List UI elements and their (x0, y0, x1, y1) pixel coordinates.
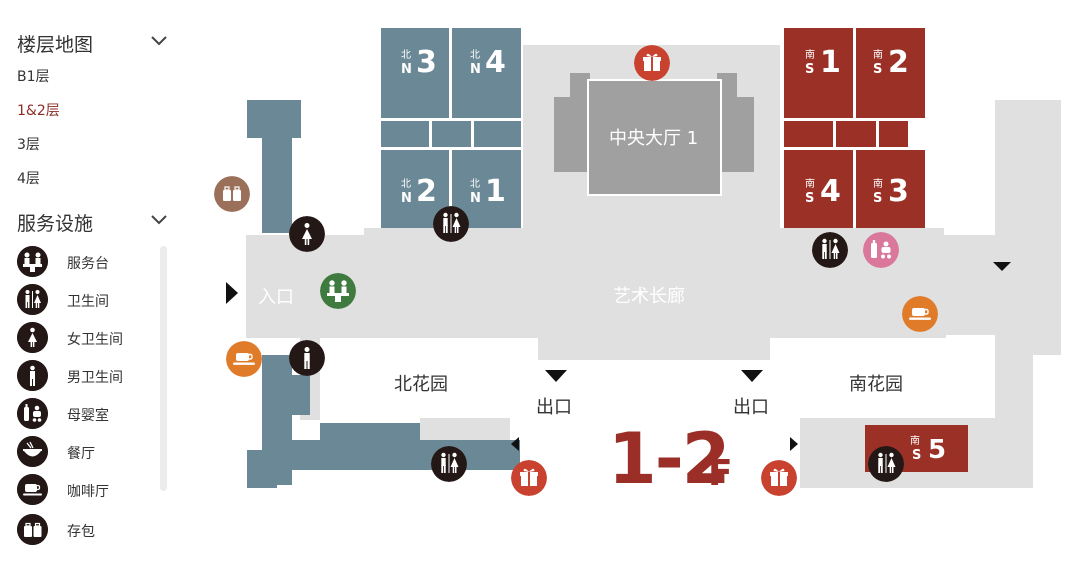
shop-direction-cn: 北 (401, 179, 411, 190)
shop-number: 3 (416, 45, 437, 80)
facility-label: 母婴室 (67, 408, 109, 424)
direction-arrow-icon (511, 437, 519, 451)
shop-number: 1 (820, 45, 841, 80)
chevron-down-icon[interactable] (150, 214, 168, 226)
west-wing (247, 100, 520, 488)
restroom-icon[interactable] (433, 206, 469, 242)
restroom-icon[interactable] (812, 232, 848, 268)
nursing-room-icon[interactable] (863, 232, 899, 268)
shop-direction-en: S (873, 62, 883, 77)
female-restroom-icon (17, 322, 48, 353)
shop-number: 4 (820, 174, 841, 209)
shop-direction-en: N (401, 191, 412, 206)
restroom-icon[interactable] (868, 446, 904, 482)
floor-item-1-2[interactable]: 1&2层 (17, 103, 60, 119)
south-garden-label[interactable]: 南花园 (849, 374, 903, 395)
shop-direction-en: N (470, 191, 481, 206)
floor-item-3[interactable]: 3层 (17, 137, 40, 153)
exit-label-east: 出口 (733, 397, 769, 418)
exit-arrow-icon (993, 262, 1011, 271)
floor-indicator-suffix: F (708, 453, 733, 494)
shop-direction-cn: 南 (910, 436, 920, 447)
facilities-heading: 服务设施 (17, 213, 94, 235)
chevron-down-icon[interactable] (150, 35, 168, 47)
gift-shop-icon[interactable] (511, 460, 547, 496)
shop-direction-en: S (912, 448, 922, 463)
facility-label: 咖啡厅 (67, 484, 109, 500)
north-shops-block (381, 28, 521, 228)
shop-direction-cn: 北 (470, 50, 480, 61)
shop-direction-cn: 北 (470, 179, 480, 190)
facility-item-service-desk[interactable]: 服务台 (17, 246, 157, 278)
art-gallery-label[interactable]: 艺术长廊 (613, 286, 685, 307)
facility-label: 卫生间 (67, 294, 109, 310)
facility-label: 存包 (67, 524, 95, 540)
entrance-arrow-icon (226, 282, 238, 304)
shop-number: 5 (928, 435, 947, 465)
shop-direction-cn: 南 (873, 50, 883, 61)
shop-direction-en: N (470, 62, 481, 77)
facility-label: 服务台 (67, 256, 109, 272)
service-desk-icon (17, 246, 48, 277)
shop-direction-en: N (401, 62, 412, 77)
service-desk-icon[interactable] (320, 273, 356, 309)
floor-item-b1[interactable]: B1层 (17, 69, 50, 85)
shop-number: 2 (416, 174, 437, 209)
shop-direction-en: S (805, 191, 815, 206)
restaurant-icon (17, 436, 48, 467)
facility-item-female-restroom[interactable]: 女卫生间 (17, 322, 157, 354)
shop-direction-en: S (873, 191, 883, 206)
facility-item-male-restroom[interactable]: 男卫生间 (17, 360, 157, 392)
shop-direction-cn: 南 (805, 50, 815, 61)
luggage-storage-icon (17, 514, 48, 545)
female-restroom-icon[interactable] (289, 216, 325, 252)
luggage-storage-icon[interactable] (214, 176, 250, 212)
shop-number: 4 (485, 45, 506, 80)
shop-direction-cn: 北 (401, 50, 411, 61)
shop-number: 1 (485, 174, 506, 209)
restroom-icon (17, 284, 48, 315)
nursing-room-icon (17, 398, 48, 429)
shop-direction-en: S (805, 62, 815, 77)
facility-label: 餐厅 (67, 446, 95, 462)
facility-item-cafe[interactable]: 咖啡厅 (17, 474, 157, 506)
facility-item-restroom[interactable]: 卫生间 (17, 284, 157, 316)
exit-arrow-icon (545, 370, 567, 382)
facility-item-luggage[interactable]: 存包 (17, 514, 157, 546)
exit-arrow-icon (741, 370, 763, 382)
exit-label-west: 出口 (536, 397, 572, 418)
floor-map-heading: 楼层地图 (17, 34, 94, 56)
floor-indicator: 1-2 F (608, 424, 733, 494)
sidebar: 楼层地图 B1层 1&2层 3层 4层 服务设施 服务台 卫生间 (0, 0, 200, 566)
facility-list-scrollbar[interactable] (160, 246, 167, 491)
cafe-icon (17, 474, 48, 505)
south-shops-block (784, 28, 968, 472)
male-restroom-icon (17, 360, 48, 391)
shop-number: 2 (888, 45, 909, 80)
floor-indicator-number: 1-2 (608, 418, 730, 500)
male-restroom-icon[interactable] (289, 340, 325, 376)
north-garden-label[interactable]: 北花园 (394, 374, 448, 395)
facility-label: 女卫生间 (67, 332, 123, 348)
shop-direction-cn: 南 (873, 179, 883, 190)
facility-label: 男卫生间 (67, 370, 123, 386)
entrance-label: 入口 (258, 287, 294, 308)
central-hall (554, 73, 754, 196)
cafe-icon[interactable] (902, 296, 938, 332)
direction-arrow-icon (790, 437, 798, 451)
cafe-icon[interactable] (226, 341, 262, 377)
shop-direction-cn: 南 (805, 179, 815, 190)
facility-item-restaurant[interactable]: 餐厅 (17, 436, 157, 468)
facility-item-nursing-room[interactable]: 母婴室 (17, 398, 157, 430)
restroom-icon[interactable] (431, 446, 467, 482)
gift-shop-icon[interactable] (634, 45, 670, 81)
central-hall-label[interactable]: 中央大厅 1 (609, 128, 699, 149)
shop-number: 3 (888, 174, 909, 209)
gift-shop-icon[interactable] (761, 460, 797, 496)
floor-item-4[interactable]: 4层 (17, 171, 40, 187)
